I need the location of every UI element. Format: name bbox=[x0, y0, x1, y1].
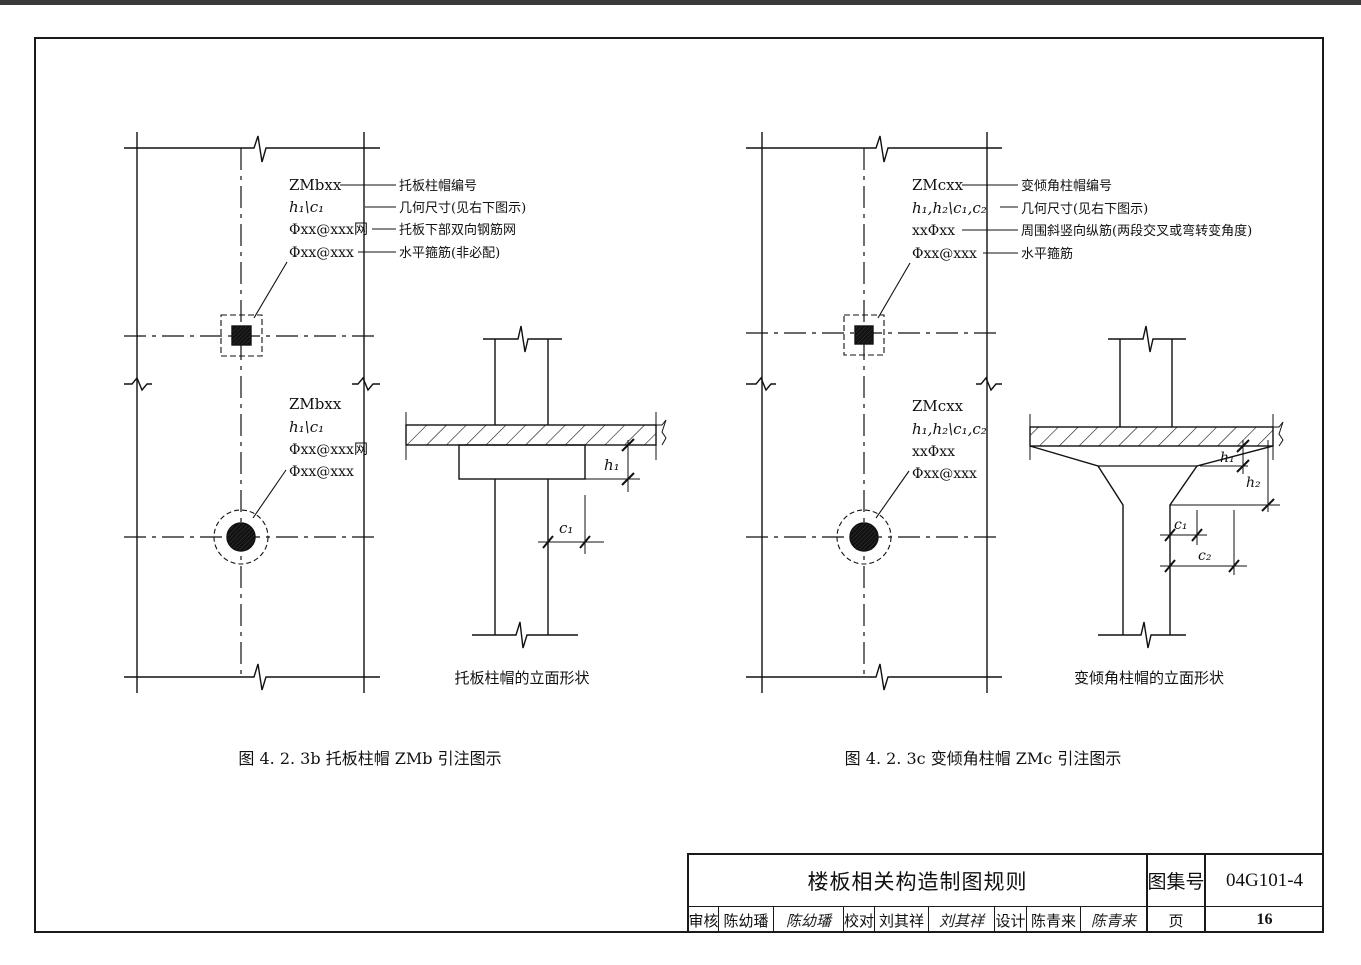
left-dim-h1: h₁ bbox=[604, 456, 620, 474]
right-lower-geom: h₁,h₂\c₁,c₂ bbox=[912, 420, 987, 438]
design-label: 设计 bbox=[995, 907, 1027, 933]
check-signature: 刘其祥 bbox=[929, 907, 995, 933]
right-dim-h1: h₁ bbox=[1220, 450, 1235, 466]
right-dim-c2: c₂ bbox=[1198, 548, 1212, 564]
set-number-label: 图集号 bbox=[1148, 855, 1206, 907]
left-figure-caption: 图 4. 2. 3b 托板柱帽 ZMb 引注图示 bbox=[238, 749, 501, 768]
right-plan-annotation: ZMcxx h₁,h₂\c₁,c₂ xxΦxx Φxx@xxx 变倾角柱帽编号 … bbox=[912, 176, 1252, 482]
check-name: 刘其祥 bbox=[875, 907, 929, 933]
left-plan bbox=[124, 132, 396, 693]
right-figure-caption: 图 4. 2. 3c 变倾角柱帽 ZMc 引注图示 bbox=[845, 749, 1122, 768]
drawing-frame bbox=[34, 37, 1324, 933]
right-dim-h2: h₂ bbox=[1246, 475, 1261, 491]
review-label: 审核 bbox=[689, 907, 719, 933]
right-elevation-caption: 变倾角柱帽的立面形状 bbox=[1074, 669, 1224, 687]
left-anno-stirrup: Φxx@xxx bbox=[289, 245, 354, 261]
set-number: 04G101-4 bbox=[1206, 855, 1323, 907]
review-name: 陈幼璠 bbox=[719, 907, 774, 933]
check-label: 校对 bbox=[844, 907, 875, 933]
right-anno-code: ZMcxx bbox=[912, 176, 964, 194]
left-plan-annotation: ZMbxx h₁\c₁ Φxx@xxx网 Φxx@xxx 托板柱帽编号 几何尺寸… bbox=[289, 176, 526, 480]
right-desc-geom: 几何尺寸(见右下图示) bbox=[1021, 201, 1148, 217]
left-anno-code: ZMbxx bbox=[289, 176, 342, 194]
right-anno-stirrup: Φxx@xxx bbox=[912, 246, 977, 262]
design-signature: 陈青来 bbox=[1081, 907, 1148, 933]
right-anno-geom: h₁,h₂\c₁,c₂ bbox=[912, 199, 987, 217]
right-lower-code: ZMcxx bbox=[912, 397, 964, 415]
left-desc-code: 托板柱帽编号 bbox=[399, 178, 477, 194]
right-elevation bbox=[1029, 325, 1284, 649]
right-dim-c1: c₁ bbox=[1174, 517, 1187, 533]
left-elevation bbox=[405, 325, 667, 649]
left-elevation-caption: 托板柱帽的立面形状 bbox=[454, 669, 589, 687]
right-anno-bars: xxΦxx bbox=[912, 223, 955, 239]
design-name: 陈青来 bbox=[1027, 907, 1081, 933]
left-lower-geom: h₁\c₁ bbox=[289, 418, 324, 436]
page-label: 页 bbox=[1148, 907, 1206, 933]
right-lower-bars: xxΦxx bbox=[912, 444, 955, 460]
left-lower-stirrup: Φxx@xxx bbox=[289, 464, 354, 480]
right-desc-code: 变倾角柱帽编号 bbox=[1021, 178, 1112, 194]
review-signature: 陈幼璠 bbox=[774, 907, 844, 933]
top-border-bar bbox=[0, 0, 1361, 5]
left-desc-geom: 几何尺寸(见右下图示) bbox=[399, 200, 526, 216]
left-anno-geom: h₁\c₁ bbox=[289, 198, 324, 216]
left-lower-mesh: Φxx@xxx网 bbox=[289, 442, 368, 458]
title-block: 楼板相关构造制图规则 图集号 04G101-4 审核 陈幼璠 陈幼璠 校对 刘其… bbox=[687, 853, 1323, 933]
right-plan bbox=[746, 132, 1018, 693]
left-lower-code: ZMbxx bbox=[289, 395, 342, 413]
right-desc-bars: 周围斜竖向纵筋(两段交叉或弯转变角度) bbox=[1021, 223, 1252, 239]
left-desc-mesh: 托板下部双向钢筋网 bbox=[399, 222, 516, 238]
drawing-title: 楼板相关构造制图规则 bbox=[689, 855, 1148, 907]
left-dim-c1: c₁ bbox=[559, 519, 573, 537]
right-lower-stirrup: Φxx@xxx bbox=[912, 466, 977, 482]
left-desc-stirrup: 水平箍筋(非必配) bbox=[399, 245, 500, 261]
left-anno-mesh: Φxx@xxx网 bbox=[289, 222, 368, 238]
page-number: 16 bbox=[1256, 911, 1273, 928]
right-desc-stirrup: 水平箍筋 bbox=[1021, 246, 1073, 262]
